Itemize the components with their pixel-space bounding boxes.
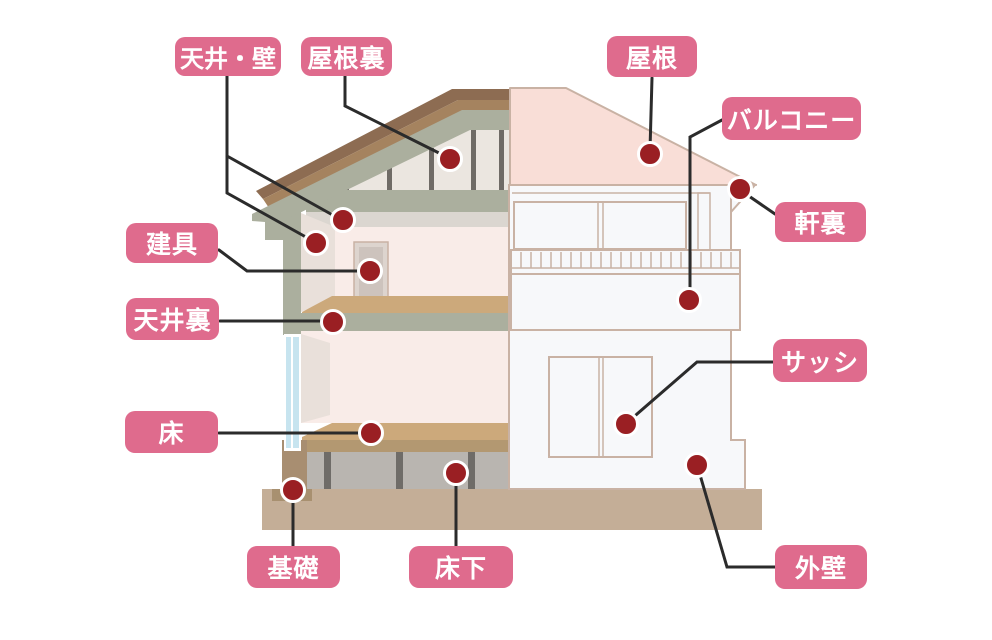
- label-balcony: バルコニー: [722, 97, 861, 140]
- balcony-panel: [510, 273, 741, 331]
- first-floor-window-divider: [598, 357, 604, 457]
- second-floor-window: [513, 201, 687, 250]
- label-exterior-wall: 外壁: [775, 545, 867, 589]
- rafter: [471, 129, 476, 191]
- second-floor-window-divider: [597, 202, 604, 249]
- rafter: [429, 148, 434, 191]
- label-fittings: 建具: [126, 223, 218, 263]
- left-window-divider: [291, 337, 293, 448]
- cutaway-section: [252, 89, 510, 489]
- connector-exterior-wall: [696, 466, 777, 569]
- connector-fittings: [217, 248, 367, 273]
- post: [324, 452, 331, 489]
- marker-attic: [437, 146, 463, 172]
- crawlspace-posts: [324, 452, 475, 489]
- ground-slab: [262, 489, 762, 530]
- rafter: [499, 116, 504, 191]
- label-sash: サッシ: [773, 339, 867, 382]
- roof-structure-band: [252, 110, 510, 240]
- roof: [509, 87, 757, 186]
- marker-fittings: [357, 258, 383, 284]
- label-eaves: 軒裏: [775, 202, 866, 242]
- first-floor-floor: [302, 423, 510, 440]
- label-attic: 屋根裏: [301, 37, 392, 76]
- first-floor-window: [548, 356, 653, 458]
- connector-ceiling-wall: [225, 74, 340, 243]
- first-floor-room: [301, 331, 510, 423]
- post: [468, 452, 475, 489]
- post: [396, 452, 403, 489]
- rafter: [387, 167, 392, 191]
- connector-roof: [648, 76, 654, 152]
- floor-joist-band: [302, 440, 510, 452]
- second-floor-floor: [302, 296, 510, 313]
- marker-underfloor: [443, 460, 469, 486]
- connector-attic: [343, 74, 449, 159]
- label-floor: 床: [125, 411, 218, 453]
- label-foundation: 基礎: [247, 546, 340, 588]
- connector-sash: [627, 360, 775, 423]
- label-underfloor: 床下: [409, 546, 513, 588]
- balcony-railing: [510, 249, 741, 275]
- first-floor-side-wall: [301, 334, 330, 423]
- label-ceiling-wall: 天井・壁: [175, 37, 281, 76]
- marker-exterior-wall: [684, 452, 710, 478]
- marker-floor: [358, 420, 384, 446]
- marker-above-ceiling: [320, 309, 346, 335]
- marker-dots: [280, 141, 753, 503]
- exterior-elevation: [508, 87, 758, 490]
- second-floor-room: [301, 227, 510, 297]
- label-above-ceiling: 天井裏: [126, 298, 219, 340]
- connector-balcony: [688, 118, 724, 298]
- first-floor-ceiling-structure: [301, 313, 510, 331]
- marker-roof: [637, 141, 663, 167]
- marker-balcony: [676, 287, 702, 313]
- marker-eaves: [727, 176, 753, 202]
- marker-sash: [613, 411, 639, 437]
- marker-ceiling-wall-lower: [303, 230, 329, 256]
- marker-ceiling-wall-upper: [330, 207, 356, 233]
- marker-foundation: [280, 477, 306, 503]
- connector-lines: [217, 74, 777, 569]
- attic-floor-structure: [306, 190, 510, 212]
- second-floor-ceiling: [306, 212, 510, 227]
- label-roof: 屋根: [607, 36, 697, 77]
